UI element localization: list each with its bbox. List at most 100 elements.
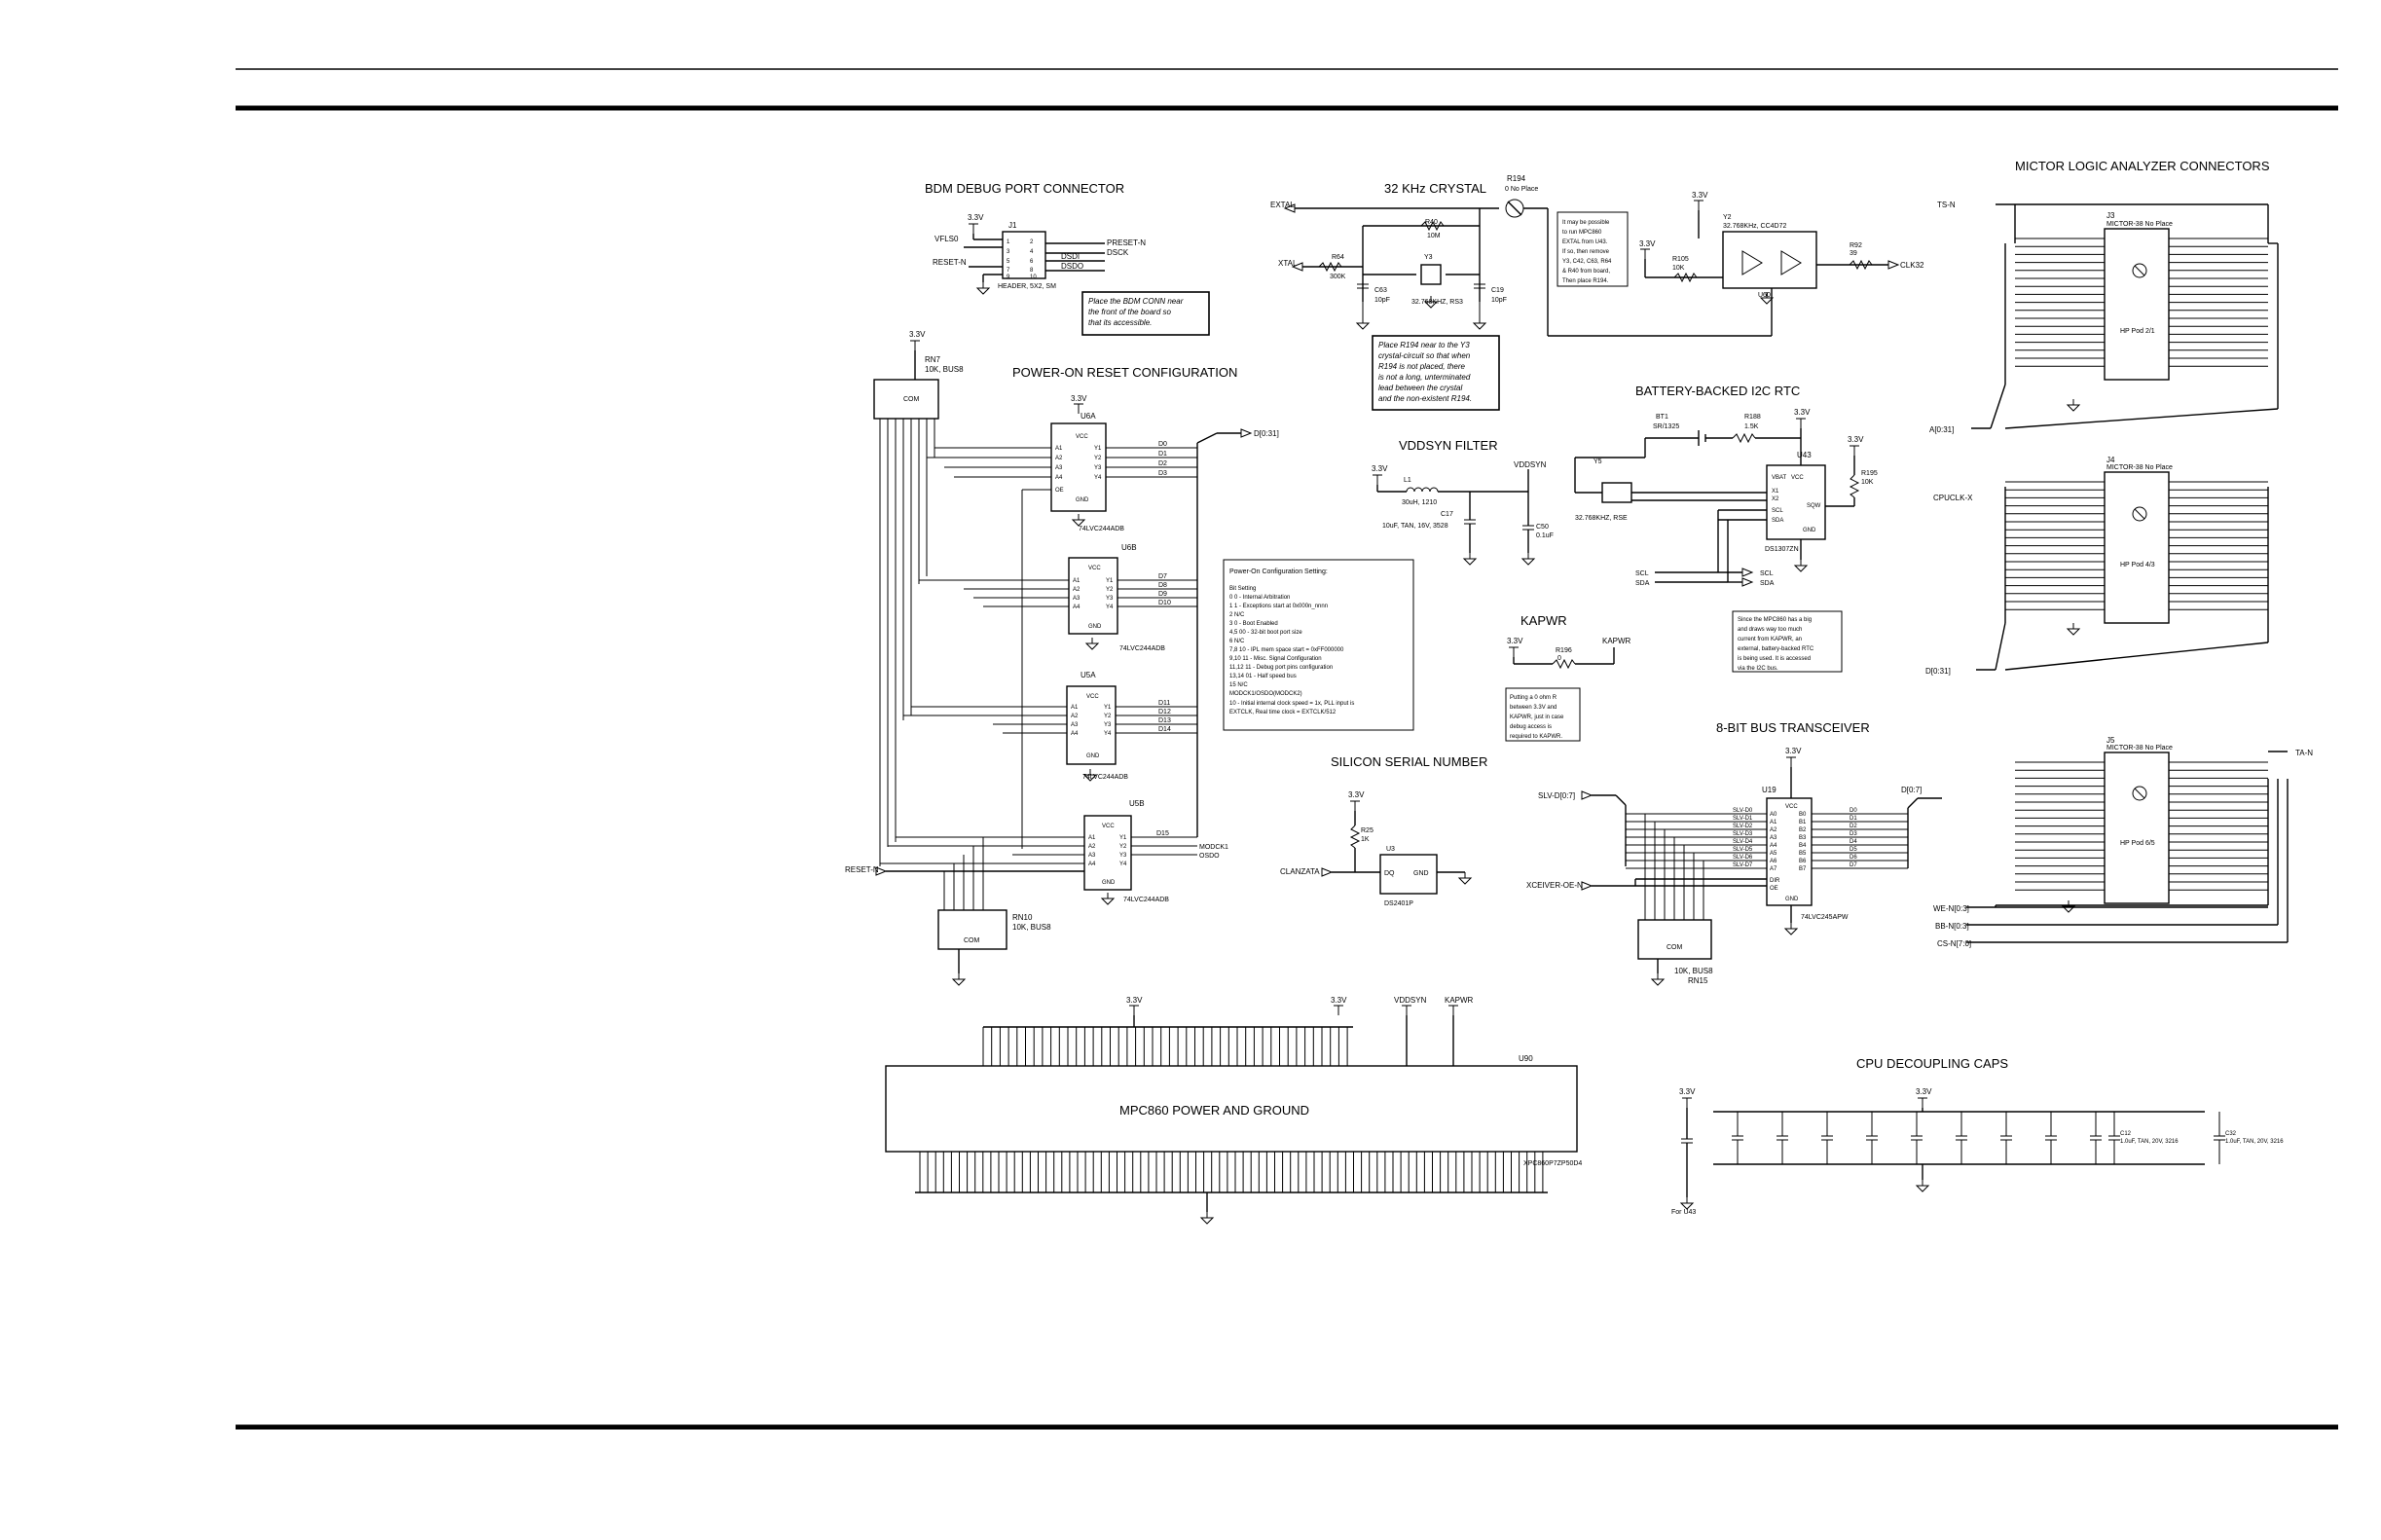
v33-label: 3.3V [1372,464,1388,473]
svg-text:SLV-D2: SLV-D2 [1733,824,1753,829]
svg-text:D1: D1 [1158,451,1167,458]
rn7-ref: RN7 [925,355,941,364]
j1-value: HEADER, 5X2, SM [998,283,1056,290]
kapwr-note-line-5: required to KAPWR. [1510,734,1562,740]
net-dsdo: DSDO [1061,262,1083,271]
rtc-note [1732,610,1843,673]
r40-ref: R40 [1425,219,1438,226]
j4-value: MICTOR-38 No Place [2106,464,2173,471]
u19-transceiver [1766,797,1813,906]
r92-value: 39 [1850,250,1857,257]
u43-sda-pin: SDA [1772,518,1783,524]
c63-value: 10pF [1374,297,1390,304]
rtc-note-line-6: via the I2C bus. [1738,666,1778,672]
net-modck1: MODCK1 [1199,844,1228,851]
v33-label: 3.3V [1348,790,1365,799]
svg-text:VCC: VCC [1785,804,1798,810]
config-line-10: 13,14 01 - Half speed bus [1229,674,1297,679]
svg-text:OE: OE [1770,886,1778,892]
v33-label: 3.3V [1794,408,1811,417]
tantalum-capacitor [2214,1112,2225,1164]
r92-ref: R92 [1850,242,1862,249]
decoupling-capacitor [1777,1112,1788,1164]
svg-text:GND: GND [1076,497,1089,503]
rn10-value: 10K, BUS8 [1012,923,1051,932]
u90-ref: U90 [1519,1054,1533,1063]
rn15-network [1637,919,1712,960]
mictor-section: MICTOR LOGIC ANALYZER CONNECTORS J3 MICT… [1925,159,2313,948]
osc-note-line-5: Y3, C42, C63, R64 [1562,259,1612,265]
svg-text:X2: X2 [1772,496,1779,502]
net-sda: SDA [1760,580,1775,587]
v33-label: 3.3V [1692,191,1708,200]
svg-text:SQW: SQW [1807,503,1821,509]
svg-text:Y1: Y1 [1119,835,1127,841]
rtc-note-line-1: Since the MPC860 has a big [1738,617,1812,623]
u90-vddsyn-net: VDDSYN [1394,996,1427,1005]
l1-value: 30uH, 1210 [1402,499,1437,506]
por-section: POWER-ON RESET CONFIGURATION 3.3V RN7 10… [845,330,1279,986]
svg-text:A2: A2 [1088,844,1096,850]
u3-serial [1379,854,1438,895]
rtc-note-line-5: is being used. It is accessed [1738,656,1811,662]
u19-ref: U19 [1762,786,1777,794]
r188-ref: R188 [1744,414,1761,421]
svg-text:Y2: Y2 [1104,714,1112,719]
config-line-9: 11,12 11 - Debug port pins configuration [1229,665,1333,671]
decoupling-capacitor [1911,1112,1923,1164]
bt1-ref: BT1 [1656,414,1668,421]
decoupling-capacitor [1866,1112,1878,1164]
svg-text:SLV-D3: SLV-D3 [1733,831,1753,837]
net-osdo: OSDO [1199,853,1220,860]
r25-value: 1K [1361,836,1370,843]
u43-gnd-pin: GND [1803,528,1816,533]
svg-text:B7: B7 [1799,866,1807,872]
net-cs-n: CS-N[7:0] [1937,939,1971,948]
svg-text:Y4: Y4 [1106,605,1114,610]
y5-value: 32.768KHZ, RSE [1575,515,1628,522]
net-xtal: XTAL [1278,259,1298,268]
svg-text:A2: A2 [1071,714,1079,719]
kapwr-section: KAPWR 3.3V R196 0 KAPWR Putting a 0 ohm … [1505,613,1631,742]
u90-value: XPC860P7ZP50D4 [1523,1160,1582,1167]
r25-ref: R25 [1361,827,1374,834]
decoupling-section: CPU DECOUPLING CAPS 3.3V 3.3V C12 For U4… [1671,1056,2284,1216]
tantalum-capacitor [2108,1112,2120,1164]
svg-text:D3: D3 [1850,831,1857,837]
svg-text:D7: D7 [1850,862,1857,868]
svg-text:A3: A3 [1055,465,1063,471]
por-title: POWER-ON RESET CONFIGURATION [1012,365,1237,380]
net-d031: D[0:31] [1254,429,1279,438]
kapwr-note [1505,687,1581,742]
j1-ref: J1 [1008,221,1017,230]
power-title: MPC860 POWER AND GROUND [1119,1103,1309,1118]
svg-text:A6: A6 [1770,859,1777,864]
net-clanzata: CLANZATA [1280,867,1320,876]
u90-kapwr-net: KAPWR [1445,996,1474,1005]
net-dsdi: DSDI [1061,252,1080,261]
j4-pod: HP Pod 4/3 [2120,562,2155,568]
y3-crystal [1420,264,1442,285]
svg-text:D11: D11 [1158,700,1170,707]
u5a-buffer [1066,685,1117,765]
svg-text:A1: A1 [1073,578,1081,584]
svg-text:D15: D15 [1156,830,1169,837]
svg-text:VCC: VCC [1791,475,1804,481]
u19-gnd-pin: GND [1785,897,1799,902]
svg-text:VBAT: VBAT [1772,475,1787,481]
svg-text:Y1: Y1 [1104,705,1112,711]
svg-text:4: 4 [1030,249,1034,255]
c32-ref: C32 [2225,1131,2237,1137]
j3-pod: HP Pod 2/1 [2120,328,2155,335]
svg-text:A5: A5 [1770,851,1777,857]
svg-text:VCC: VCC [1088,566,1101,571]
net-vddsyn: VDDSYN [1514,460,1547,469]
net-scl-left: SCL [1635,570,1649,577]
u3-ref: U3 [1386,846,1395,853]
u5a-ref: U5A [1081,671,1096,679]
svg-text:D1: D1 [1850,816,1857,822]
kapwr-title: KAPWR [1520,613,1567,628]
u43-rtc [1766,464,1826,540]
net-reset-n-2: RESET-N [845,865,879,874]
